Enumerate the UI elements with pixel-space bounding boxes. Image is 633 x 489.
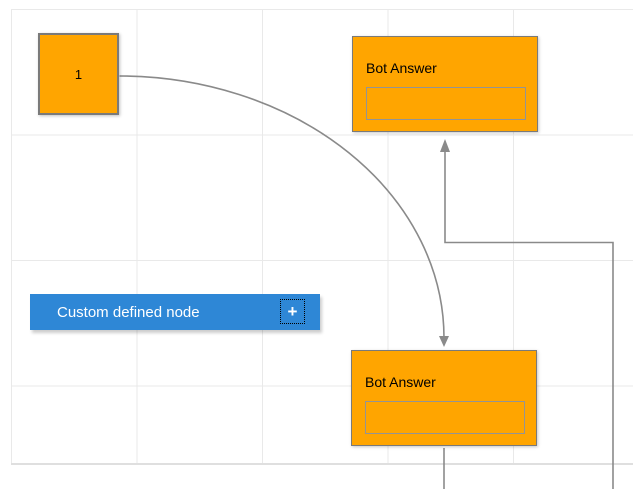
bot-answer-node-bottom[interactable]: Bot Answer (351, 350, 537, 446)
custom-defined-node[interactable]: Custom defined node + (30, 294, 320, 330)
custom-node-label: Custom defined node (57, 303, 200, 321)
arrowhead-down-icon (439, 336, 449, 347)
bot-answer-node-top[interactable]: Bot Answer (352, 36, 538, 132)
start-node-label: 1 (74, 66, 83, 82)
curved-connector[interactable] (119, 75, 445, 339)
orthogonal-connector[interactable] (444, 151, 614, 489)
add-plus-icon[interactable]: + (280, 299, 305, 324)
start-node[interactable]: 1 (38, 33, 119, 115)
bot-answer-input[interactable] (365, 401, 525, 434)
bot-answer-input[interactable] (366, 87, 526, 120)
bot-answer-title: Bot Answer (365, 374, 436, 390)
bot-answer-title: Bot Answer (366, 60, 437, 76)
arrowhead-up-icon (440, 139, 450, 152)
